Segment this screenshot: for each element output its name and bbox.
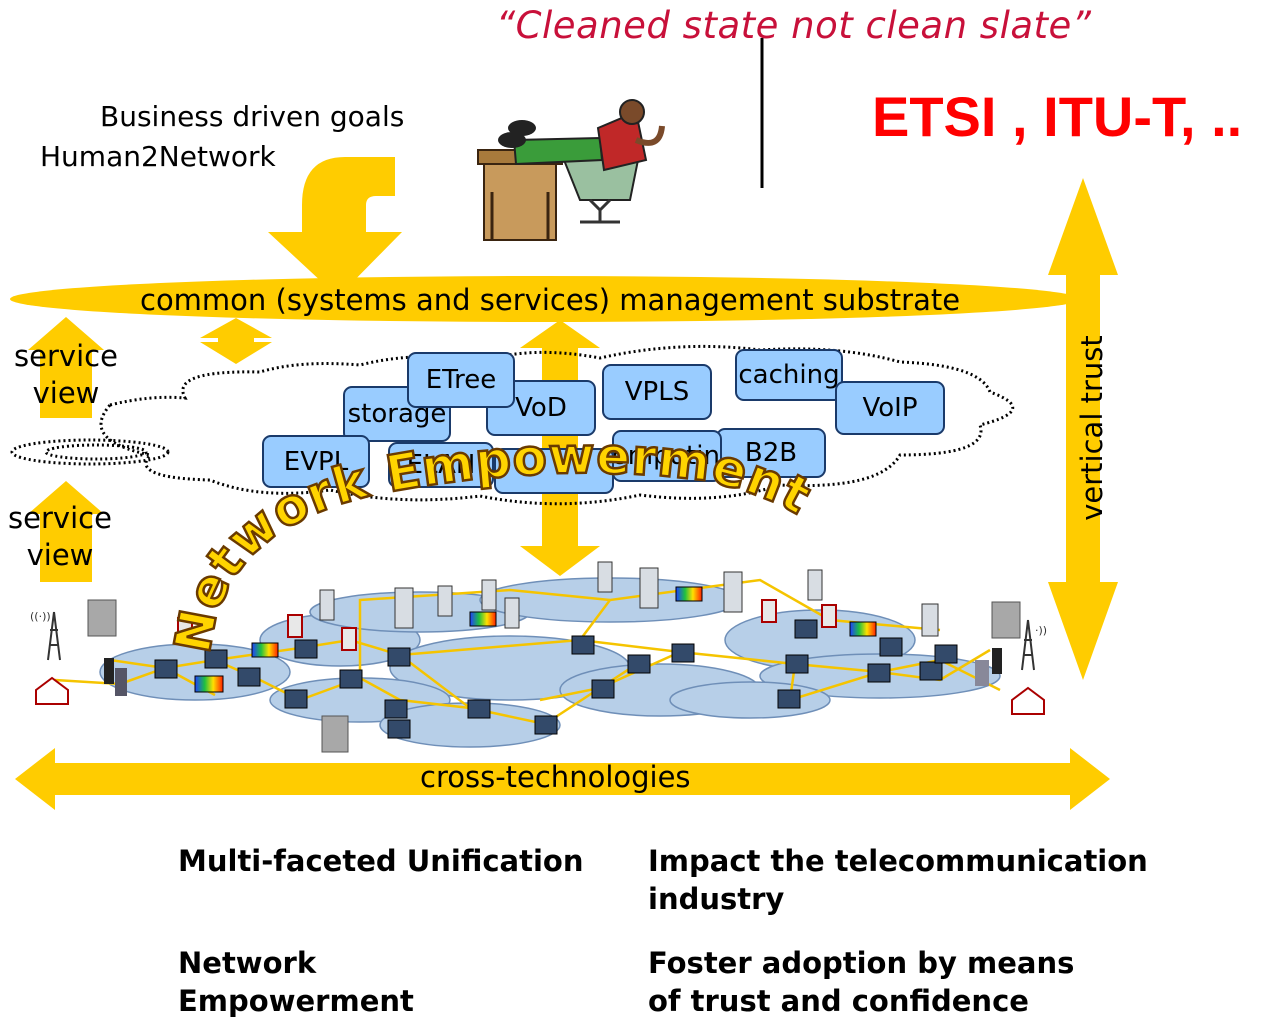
- service-box-computing: computing: [612, 430, 722, 482]
- bottom-left-1: Multi-faceted Unification: [178, 844, 584, 878]
- edge-buildings: ((·)) ·)): [30, 599, 1047, 753]
- service-box-evpl: EVPL: [262, 435, 370, 488]
- substrate-label: common (systems and services) management…: [140, 283, 961, 317]
- red-servers: [177, 599, 837, 651]
- service-box-caching: caching: [735, 349, 843, 401]
- cross-technologies-arrow: [15, 748, 1110, 810]
- service-view-label-bottom: service view: [8, 501, 112, 572]
- service-box-etree: ETree: [407, 352, 515, 408]
- service-view-arrow-bottom: [28, 481, 104, 582]
- svg-text:·)): ·)): [1035, 624, 1047, 637]
- quote-text: “Cleaned state not clean slate”: [496, 4, 1092, 47]
- goals-curved-arrow: [268, 157, 402, 297]
- service-box-b2b: B2B: [716, 428, 826, 478]
- standards-text: ETSI , ITU-T, ..: [872, 85, 1243, 148]
- spectrum-displays: [194, 586, 877, 693]
- service-box-voip: VoIP: [835, 381, 945, 435]
- business-goals-text: Business driven goals: [100, 100, 405, 133]
- vertical-trust-arrow: [1048, 178, 1118, 680]
- service-view-arrow-top: [28, 317, 104, 418]
- human2network-text: Human2Network: [40, 140, 276, 173]
- network-switches: [154, 619, 958, 739]
- substrate-ellipse: [10, 276, 1080, 322]
- vertical-trust-label: vertical trust: [1075, 335, 1109, 521]
- svg-text:((·)): ((·)): [30, 610, 51, 623]
- service-box-vpls: VPLS: [602, 364, 712, 420]
- cross-technologies-label: cross-technologies: [420, 760, 691, 794]
- relaxing-person-clipart: [477, 99, 665, 241]
- service-view-label-top: service view: [14, 339, 118, 410]
- service-box-elan: ELAN: [388, 442, 494, 488]
- substrate-small-arrow: [200, 318, 272, 364]
- service-box-hidden: [494, 448, 614, 494]
- service-clouds: [10, 344, 1014, 506]
- server-towers: [319, 561, 939, 637]
